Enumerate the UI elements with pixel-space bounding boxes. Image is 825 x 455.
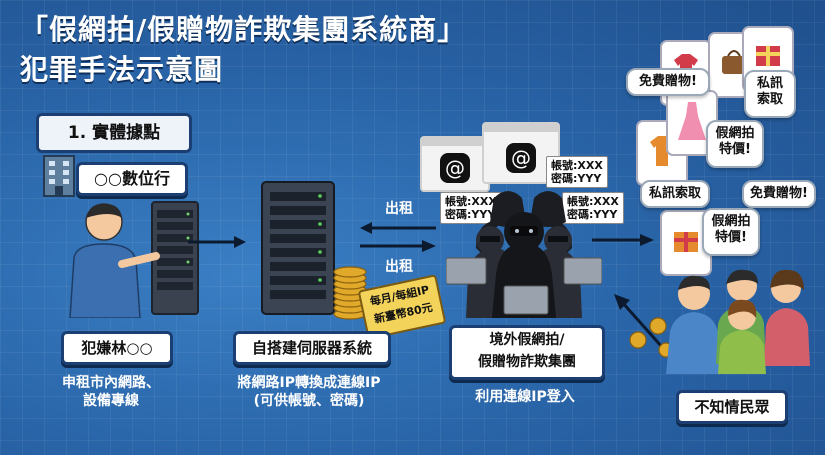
fraud-group-label-line1: 境外假網拍/ [489,332,565,348]
victims-illustration [666,269,810,374]
credential-account: 帳號:XXX [567,195,619,208]
gift-icon [756,46,780,66]
credentials-card-3: 帳號:XXX 密碼:YYY [562,192,624,224]
bubble-fake-sale-2-line2: 特價! [715,230,747,245]
bubble-fake-sale-2: 假網拍 特價! [702,208,760,256]
threads-logo-icon: @ [440,153,470,184]
store-label: ○○數位行 [76,162,188,196]
credential-password: 密碼:YYY [551,172,602,185]
credential-account: 帳號:XXX [445,195,497,208]
server-rack-icon [261,181,335,315]
arrow-right-icon [188,236,246,248]
bubble-private-msg-1-line2: 索取 [756,92,783,107]
person-icon [764,269,810,366]
gift-icon [674,232,698,252]
bubble-private-msg-1: 私訊 索取 [744,70,796,118]
diagram-title-line2: 犯罪手法示意圖 [20,53,224,86]
bubble-free-gift-2: 免費贈物! [742,180,816,208]
credential-password: 密碼:YYY [567,208,618,221]
suspect-person-icon [69,203,160,318]
rent-out-label-top: 出租 [385,201,413,217]
diagram-title-line1: 「假網拍/假贈物詐欺集團系統商」 [20,13,467,46]
coin-icon [629,331,647,349]
person-icon [718,299,766,374]
suspect-illustration [69,201,199,318]
arrow-right-icon [360,240,436,252]
browser-window-1: @ [420,136,490,192]
rent-out-label-bottom: 出租 [385,259,413,275]
arrow-right-icon [592,234,654,246]
dress-icon [678,102,706,140]
threads-logo-icon: @ [506,142,536,173]
bubble-fake-sale-1-line1: 假網拍 [715,126,755,141]
server-desc-line1: 將網路IP轉換成連線IP [237,375,381,391]
suspect-server-rack-icon [151,201,199,315]
suspect-desc-line2: 設備專線 [83,393,139,409]
credential-account: 帳號:XXX [551,159,603,172]
fraud-group-label: 境外假網拍/ 假贈物詐欺集團 [449,325,605,380]
arrow-left-icon [360,222,436,234]
suspect-label: 犯嫌林○○ [61,331,173,365]
hacker-figure-icon [530,191,566,227]
bubble-private-msg-2: 私訊索取 [640,180,710,208]
bubble-fake-sale-2-line1: 假網拍 [711,214,751,229]
server-desc-line2: (可供帳號、密碼) [253,393,365,409]
handbag-icon [722,50,746,74]
credentials-card-2: 帳號:XXX 密碼:YYY [546,156,608,188]
bubble-fake-sale-1-line2: 特價! [719,142,751,157]
suspect-desc-line1: 申租市內網路、 [62,375,160,391]
building-icon [43,155,75,197]
bubble-free-gift-1: 免費贈物! [626,68,710,96]
section-label: 1. 實體據點 [36,113,192,153]
bubble-private-msg-1-line1: 私訊 [756,76,783,91]
fraud-group-label-line2: 假贈物詐欺集團 [478,354,576,370]
server-label: 自搭建伺服器系統 [233,331,391,365]
credential-password: 密碼:YYY [445,208,496,221]
bubble-fake-sale-1: 假網拍 特價! [706,120,764,168]
fraud-group-desc: 利用連線IP登入 [475,389,575,405]
person-icon [666,275,722,374]
coin-icon [649,317,667,335]
victims-label: 不知情民眾 [676,390,788,424]
laptop-icon [446,257,602,315]
hacker-group-illustration [446,191,602,318]
